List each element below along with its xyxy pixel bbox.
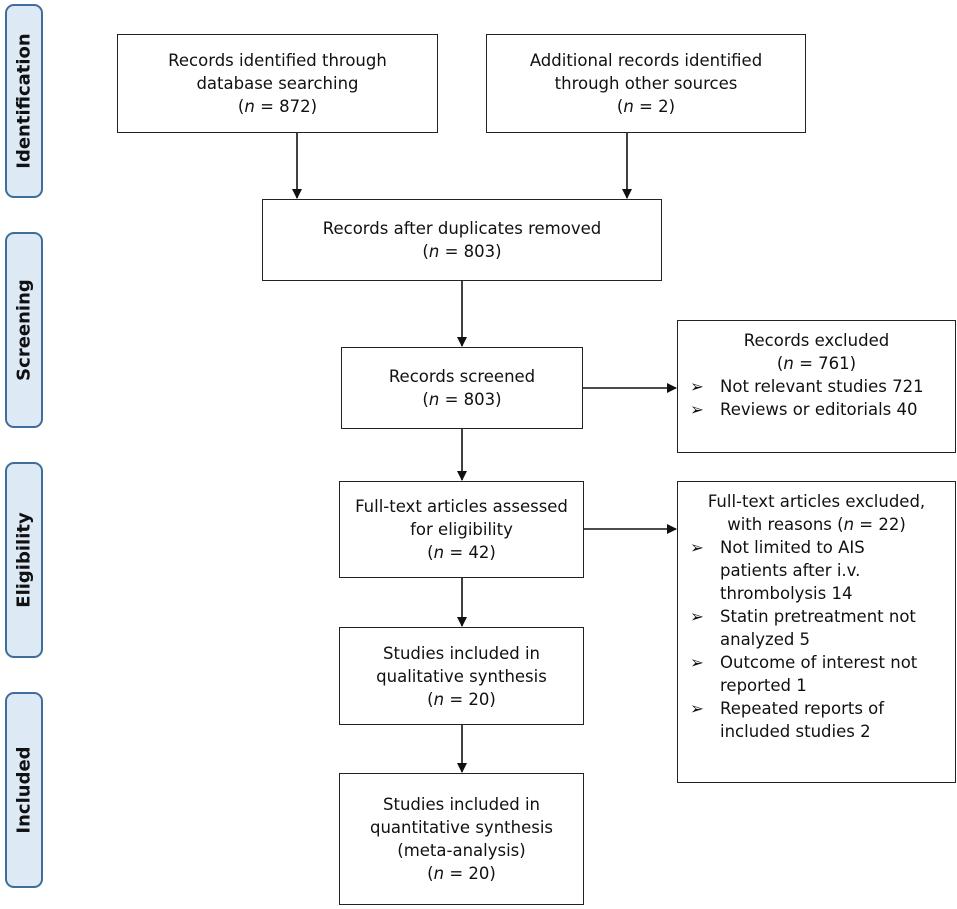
- box-other-sources: Additional records identified through ot…: [486, 34, 806, 133]
- fulltext-excluded-item: ➢ Repeated reports of included studies 2: [690, 699, 885, 741]
- box-quantitative-count: (n = 20): [427, 864, 496, 883]
- box-other-sources-count: (n = 2): [616, 97, 676, 116]
- box-qualitative-synthesis: Studies included in qualitative synthesi…: [339, 627, 584, 725]
- box-screened-line1: Records screened: [388, 367, 536, 386]
- box-fulltext-line1: Full-text articles assessed: [355, 497, 568, 516]
- arrow-bullet-icon: ➢: [690, 377, 704, 396]
- box-database-line1: Records identified through: [168, 51, 387, 70]
- fulltext-excluded-item: ➢ Statin pretreatment not analyzed 5: [690, 607, 916, 649]
- arrow-bullet-icon: ➢: [690, 653, 704, 672]
- box-fulltext-count: (n = 42): [427, 543, 496, 562]
- box-quantitative-line2: quantitative synthesis: [369, 818, 554, 837]
- box-duplicates-line1: Records after duplicates removed: [322, 219, 602, 238]
- box-qualitative-line1: Studies included in: [383, 643, 540, 663]
- box-database-count: (n = 872): [237, 97, 318, 116]
- box-duplicates-count: (n = 803): [422, 242, 502, 261]
- box-records-screened: Records screened (n = 803): [341, 347, 583, 429]
- fulltext-excluded-item: ➢ Not limited to AIS patients after i.v.…: [690, 538, 865, 603]
- box-database-line2: database searching: [196, 74, 359, 93]
- records-excluded-title: Records excluded: [743, 331, 890, 350]
- box-fulltext-excluded: Full-text articles excluded, with reason…: [677, 481, 956, 783]
- box-screened-count: (n = 803): [422, 390, 502, 409]
- box-duplicates-removed: Records after duplicates removed (n = 80…: [262, 199, 662, 281]
- arrow-bullet-icon: ➢: [690, 400, 704, 419]
- box-records-excluded: Records excluded (n = 761) ➢ Not relevan…: [677, 320, 956, 453]
- records-excluded-item: ➢ Not relevant studies 721: [690, 377, 924, 396]
- box-quantitative-line1: Studies included in: [383, 795, 540, 814]
- records-excluded-count: (n = 761): [776, 354, 857, 373]
- box-qualitative-count: (n = 20): [427, 689, 496, 709]
- box-other-sources-line2: through other sources: [554, 74, 738, 93]
- fulltext-excluded-title-line1: Full-text articles excluded,: [707, 492, 926, 511]
- arrow-bullet-icon: ➢: [690, 538, 704, 557]
- phase-included: Included: [5, 692, 43, 888]
- box-fulltext-line2: for eligibility: [410, 520, 513, 539]
- box-quantitative-line3: (meta-analysis): [397, 841, 526, 860]
- phase-screening: Screening: [5, 232, 43, 428]
- box-fulltext-assessed: Full-text articles assessed for eligibil…: [339, 481, 584, 578]
- arrow-bullet-icon: ➢: [690, 699, 704, 718]
- arrow-bullet-icon: ➢: [690, 607, 704, 626]
- box-quantitative-synthesis: Studies included in quantitative synthes…: [339, 773, 584, 905]
- fulltext-excluded-item: ➢ Outcome of interest not reported 1: [690, 653, 918, 695]
- records-excluded-item: ➢ Reviews or editorials 40: [690, 400, 918, 419]
- phase-eligibility: Eligibility: [5, 462, 43, 658]
- box-other-sources-line1: Additional records identified: [529, 51, 763, 70]
- fulltext-excluded-title-line2: with reasons (n = 22): [727, 515, 906, 534]
- phase-identification: Identification: [5, 4, 43, 198]
- box-database-records: Records identified through database sear…: [117, 34, 438, 133]
- box-qualitative-line2: qualitative synthesis: [376, 666, 547, 686]
